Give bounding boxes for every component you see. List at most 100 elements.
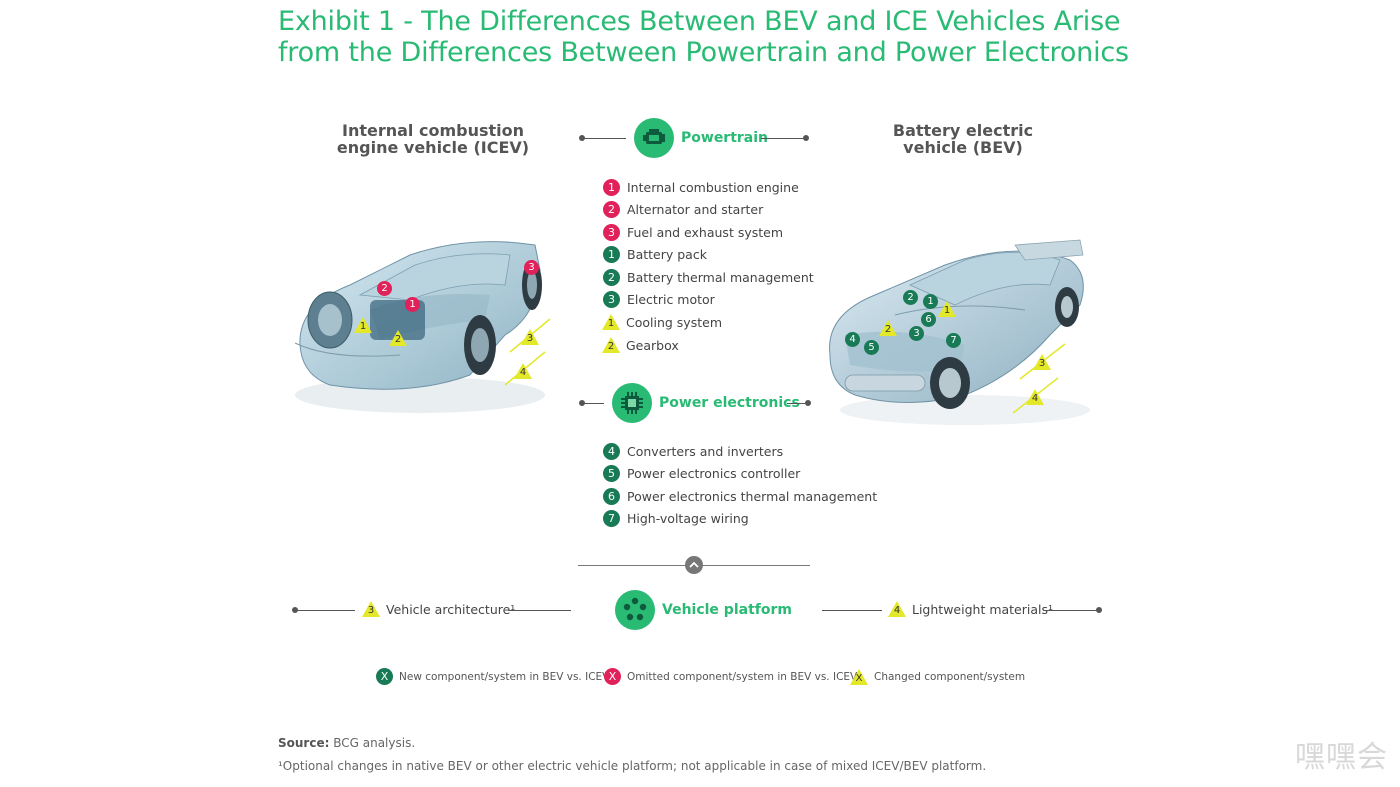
new-marker: 2	[903, 290, 918, 305]
bev-heading: Battery electric vehicle (BEV)	[863, 122, 1063, 156]
source-label: Source:	[278, 736, 329, 750]
connector-dot	[805, 400, 811, 406]
list-item: 3 Electric motor	[603, 290, 715, 308]
list-item-label: Battery thermal management	[627, 270, 814, 285]
engine-icon	[634, 118, 674, 158]
bev-heading-line1: Battery electric	[863, 122, 1063, 139]
changed-marker-number: 4	[1025, 393, 1045, 404]
vehicle-architecture-label: Vehicle architecture¹	[386, 602, 515, 617]
changed-number: 2	[601, 341, 621, 352]
changed-marker: 2	[878, 319, 898, 337]
omitted-legend-icon: X	[604, 668, 621, 685]
new-marker: 3	[909, 326, 924, 341]
list-item: 1 Cooling system	[601, 313, 722, 331]
source-note: Source: BCG analysis.	[278, 736, 415, 750]
omitted-marker: 2	[377, 281, 392, 296]
new-marker: 7	[946, 333, 961, 348]
changed-marker: 1	[937, 300, 957, 318]
changed-number: 1	[601, 318, 621, 329]
omitted-marker: 1	[405, 297, 420, 312]
bev-heading-line2: vehicle (BEV)	[863, 139, 1063, 156]
chip-icon	[612, 383, 652, 423]
changed-marker: 2	[388, 329, 408, 347]
power-electronics-label: Power electronics	[659, 395, 800, 411]
omitted-badge: 2	[603, 201, 620, 218]
new-badge: 5	[603, 465, 620, 482]
changed-marker-number: 4	[513, 367, 533, 378]
changed-marker-number: 3	[520, 333, 540, 344]
new-badge: 2	[603, 269, 620, 286]
list-item: 2 Alternator and starter	[603, 200, 763, 218]
connector-line	[822, 610, 882, 611]
changed-legend-symbol: X	[849, 673, 869, 684]
changed-triangle-icon: 1	[601, 313, 621, 331]
legend-omitted: X Omitted component/system in BEV vs. IC…	[604, 668, 857, 685]
list-item: 3 Fuel and exhaust system	[603, 223, 783, 241]
new-legend-icon: X	[376, 668, 393, 685]
new-badge: 7	[603, 510, 620, 527]
vehicle-platform-label: Vehicle platform	[662, 602, 792, 618]
changed-marker: 4	[1025, 388, 1045, 406]
changed-marker: 4	[513, 362, 533, 380]
list-item: 5 Power electronics controller	[603, 464, 800, 482]
list-item: 4 Converters and inverters	[603, 442, 783, 460]
omitted-badge: 1	[603, 179, 620, 196]
connector-dot	[1096, 607, 1102, 613]
new-marker: 1	[923, 294, 938, 309]
list-item: 2 Battery thermal management	[603, 268, 814, 286]
changed-triangle-icon: 3	[361, 600, 381, 618]
new-marker: 6	[921, 312, 936, 327]
legend-new-label: New component/system in BEV vs. ICEV	[399, 671, 609, 683]
changed-marker-number: 1	[353, 321, 373, 332]
legend-new: X New component/system in BEV vs. ICEV	[376, 668, 609, 685]
new-marker: 4	[845, 332, 860, 347]
platform-dots-icon	[615, 590, 655, 630]
exhibit-title: Exhibit 1 - The Differences Between BEV …	[278, 6, 1138, 68]
lightweight-materials-item: 4 Lightweight materials¹	[887, 600, 1053, 618]
connector-line	[761, 138, 805, 139]
changed-triangle-icon: 4	[887, 600, 907, 618]
icev-car-illustration: 2 1 3 1 2 3 4	[290, 225, 560, 425]
changed-marker-number: 2	[388, 334, 408, 345]
chevron-up-icon	[685, 556, 703, 574]
changed-marker-number: 1	[937, 305, 957, 316]
list-item-label: Alternator and starter	[627, 202, 763, 217]
vehicle-architecture-item: 3 Vehicle architecture¹	[361, 600, 515, 618]
changed-triangle-icon: 2	[601, 336, 621, 354]
changed-marker: 3	[1032, 353, 1052, 371]
legend-omitted-label: Omitted component/system in BEV vs. ICEV	[627, 671, 857, 683]
list-item-label: Internal combustion engine	[627, 180, 799, 195]
list-item: 1 Battery pack	[603, 245, 707, 263]
bev-car-illustration: 2 1 6 3 7 4 5 1 2 3 4	[815, 215, 1095, 430]
list-item-label: Cooling system	[626, 315, 722, 330]
new-badge: 3	[603, 291, 620, 308]
list-item: 7 High-voltage wiring	[603, 509, 749, 527]
icev-heading-line1: Internal combustion	[333, 122, 533, 139]
legend-changed: X Changed component/system	[849, 668, 1025, 686]
connector-line	[1043, 610, 1098, 611]
watermark: 嘿嘿会	[1295, 732, 1388, 776]
list-item-label: Battery pack	[627, 247, 707, 262]
connector-line	[582, 403, 604, 404]
source-text: BCG analysis.	[333, 736, 415, 750]
new-marker: 5	[864, 340, 879, 355]
changed-number: 3	[361, 605, 381, 616]
list-item: 1 Internal combustion engine	[603, 178, 799, 196]
list-item-label: High-voltage wiring	[627, 511, 749, 526]
connector-dot	[803, 135, 809, 141]
omitted-marker: 3	[524, 260, 539, 275]
list-item: 2 Gearbox	[601, 336, 679, 354]
omitted-badge: 3	[603, 224, 620, 241]
connector-line	[295, 610, 355, 611]
list-item-label: Power electronics controller	[627, 466, 800, 481]
icev-heading-line2: engine vehicle (ICEV)	[333, 139, 533, 156]
list-item-label: Power electronics thermal management	[627, 489, 877, 504]
changed-legend-icon: X	[849, 668, 869, 686]
list-item-label: Fuel and exhaust system	[627, 225, 783, 240]
new-badge: 4	[603, 443, 620, 460]
connector-line	[787, 403, 805, 404]
changed-marker-number: 3	[1032, 358, 1052, 369]
legend-changed-label: Changed component/system	[874, 671, 1025, 683]
changed-number: 4	[887, 605, 907, 616]
powertrain-label: Powertrain	[681, 130, 768, 146]
